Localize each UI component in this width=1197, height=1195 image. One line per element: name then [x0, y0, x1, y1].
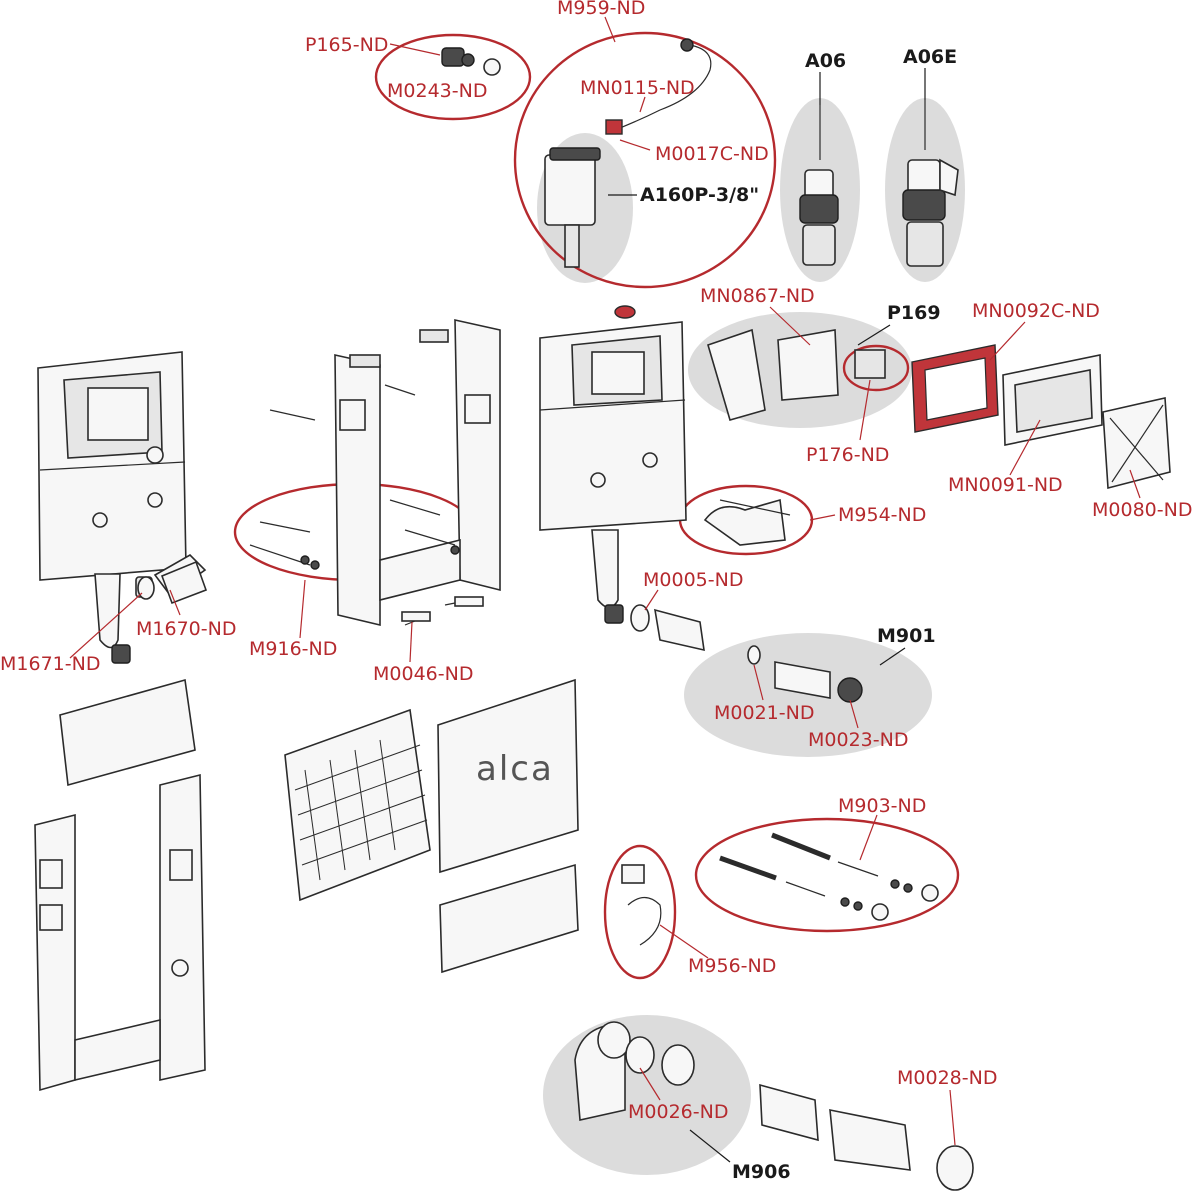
label-m0021: M0021-ND [714, 702, 814, 724]
center-cistern [539, 305, 687, 624]
label-a06e: A06E [903, 46, 957, 68]
label-m0005: M0005-ND [643, 569, 743, 591]
label-m0080: M0080-ND [1092, 499, 1192, 521]
label-m959: M959-ND [557, 0, 645, 19]
m906-bend [574, 1021, 695, 1121]
a06-flush-valve [799, 105, 839, 266]
m0005-seal [630, 604, 705, 652]
label-p165: P165-ND [305, 34, 388, 56]
mn0091-box [1002, 354, 1103, 446]
left-frame [34, 773, 206, 1092]
label-mn0867: MN0867-ND [700, 285, 815, 307]
label-m906: M906 [732, 1161, 791, 1183]
label-m0023: M0023-ND [808, 729, 908, 751]
m1670-m1671-parts [137, 560, 208, 605]
alca-cover-panel: alca [437, 678, 579, 874]
label-a06: A06 [805, 50, 846, 72]
m901-parts [747, 645, 863, 703]
mn0092c-red-frame [911, 344, 999, 433]
label-m1670: M1670-ND [136, 618, 236, 640]
m903-ring [694, 817, 960, 933]
m0028-pipe-parts [759, 1083, 974, 1191]
p176-ring [842, 344, 910, 392]
m956-ring [603, 844, 677, 980]
cover-top-left [59, 678, 196, 787]
label-mn0115: MN0115-ND [580, 77, 695, 99]
m916-fixing-screws [249, 499, 460, 570]
m954-part [703, 498, 791, 546]
label-m0028: M0028-ND [897, 1067, 997, 1089]
fill-valve-a160p [544, 38, 712, 268]
label-p176: P176-ND [806, 444, 889, 466]
m901-group-bg [684, 633, 932, 757]
label-m0026: M0026-ND [628, 1101, 728, 1123]
mounting-frame [269, 318, 501, 627]
grid-panel [284, 708, 431, 902]
alca-brand-logo: alca [476, 749, 554, 789]
leader-lines [69, 16, 1141, 1163]
label-m0017c: M0017C-ND [655, 143, 769, 165]
label-mn0092c: MN0092C-ND [972, 300, 1100, 322]
label-m0243: M0243-ND [387, 80, 487, 102]
label-m956: M956-ND [688, 955, 776, 977]
label-m916: M916-ND [249, 638, 337, 660]
m956-bracket [621, 864, 662, 946]
label-m901: M901 [877, 625, 936, 647]
label-m0046: M0046-ND [373, 663, 473, 685]
p165-parts [441, 47, 501, 76]
label-m1671: M1671-ND [0, 653, 100, 675]
p169-parts [707, 328, 886, 421]
label-mn0091: MN0091-ND [948, 474, 1063, 496]
m903-rods [719, 832, 939, 921]
cover-bottom-right [439, 863, 579, 974]
m959-ring [513, 31, 777, 289]
a06e-flush-valve [902, 100, 959, 267]
m0046-pins [401, 596, 484, 622]
label-p169: P169 [887, 302, 941, 324]
m0080-seal [1102, 397, 1171, 490]
label-m954: M954-ND [838, 504, 926, 526]
left-cistern [37, 351, 207, 664]
label-a160p: A160P-3/8" [640, 184, 759, 206]
p165-ring [374, 33, 532, 121]
label-m903: M903-ND [838, 795, 926, 817]
